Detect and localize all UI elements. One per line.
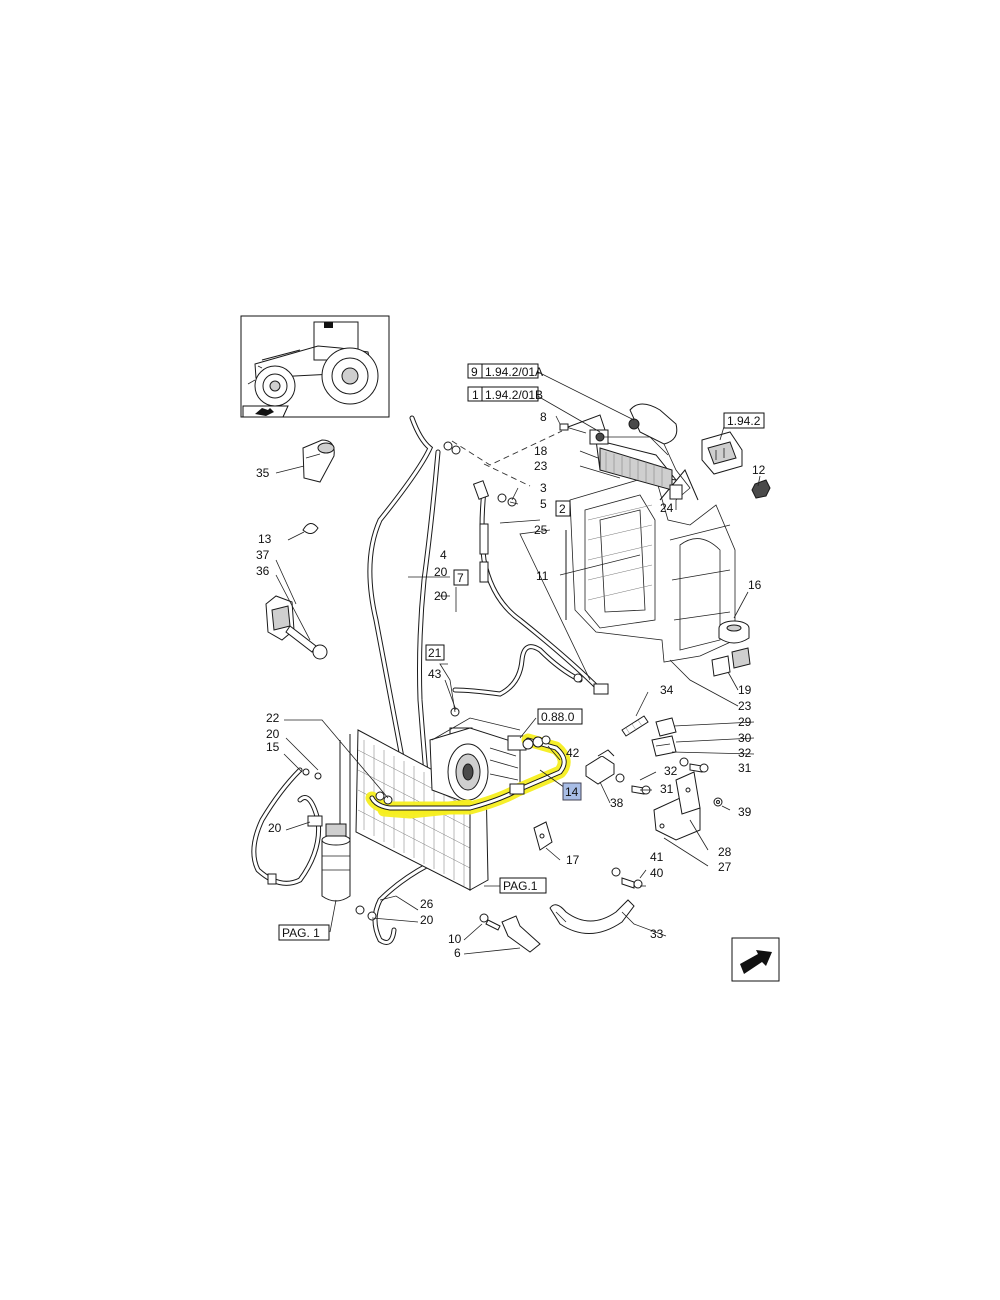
label-43: 43 — [428, 667, 442, 681]
svg-text:1.94.2/01B: 1.94.2/01B — [485, 388, 543, 402]
label-39: 39 — [738, 805, 752, 819]
svg-text:1.94.2/01A: 1.94.2/01A — [485, 365, 543, 379]
label-12: 12 — [752, 463, 766, 477]
part-39-washer — [713, 797, 723, 807]
label-33: 33 — [650, 927, 664, 941]
evaporator-unit — [559, 403, 691, 501]
svg-text:2: 2 — [559, 502, 566, 516]
receiver-drier — [321, 823, 351, 902]
next-arrow-icon — [740, 950, 772, 974]
label-29: 29 — [738, 715, 752, 729]
label-11: 11 — [536, 569, 549, 583]
svg-text:1: 1 — [472, 388, 479, 402]
label-15: 15 — [266, 740, 280, 754]
ref-box-14-selected[interactable]: 14 — [562, 782, 582, 801]
label-26: 26 — [420, 897, 434, 911]
label-16: 16 — [748, 578, 762, 592]
label-31b: 31 — [660, 782, 674, 796]
label-13: 13 — [258, 532, 272, 546]
label-31a: 31 — [738, 761, 752, 775]
label-37: 37 — [256, 548, 270, 562]
relay-component — [701, 431, 743, 475]
ref-box-pag1-right[interactable]: PAG.1 — [499, 877, 547, 894]
leader-lines — [275, 370, 761, 955]
part-13-clip — [302, 523, 319, 534]
label-36: 36 — [256, 564, 270, 578]
label-20d: 20 — [268, 821, 282, 835]
label-20e: 20 — [420, 913, 434, 927]
label-20a: 20 — [434, 565, 448, 579]
label-8: 8 — [540, 410, 547, 424]
part-16-ring — [718, 620, 750, 644]
label-32a: 32 — [738, 746, 752, 760]
part-27-28-bracket — [653, 771, 701, 841]
part-34 — [621, 715, 649, 737]
part-38-block — [585, 749, 615, 785]
part-17-plate — [533, 821, 553, 851]
label-23a: 23 — [534, 459, 548, 473]
label-4: 4 — [440, 548, 447, 562]
ref-box-21[interactable]: 21 — [425, 644, 445, 661]
svg-text:PAG.1: PAG.1 — [503, 879, 538, 893]
part-29-30-clips — [651, 717, 677, 757]
label-19: 19 — [738, 683, 752, 697]
label-20b: 20 — [434, 589, 448, 603]
svg-text:9: 9 — [471, 365, 478, 379]
label-42: 42 — [566, 746, 580, 760]
label-28: 28 — [718, 845, 732, 859]
part-35-clamp — [302, 439, 335, 483]
label-40: 40 — [650, 866, 664, 880]
ref-box-2[interactable]: 2 — [555, 500, 571, 517]
part-37-36-clamp-bolt — [265, 595, 328, 660]
ref-box-pag1-left[interactable]: PAG. 1 — [278, 924, 330, 941]
label-32b: 32 — [664, 764, 678, 778]
label-22: 22 — [266, 711, 280, 725]
label-30: 30 — [738, 731, 752, 745]
part-number-labels: 35 13 37 36 8 18 23 24 12 3 5 25 11 16 4… — [256, 410, 766, 960]
svg-text:21: 21 — [428, 646, 442, 660]
hose-14-highlighted[interactable] — [365, 733, 571, 819]
ref-box-0880[interactable]: 0.88.0 — [537, 708, 583, 725]
svg-text:PAG. 1: PAG. 1 — [282, 926, 320, 940]
label-35: 35 — [256, 466, 270, 480]
label-27: 27 — [718, 860, 732, 874]
label-5: 5 — [540, 497, 547, 511]
part-33-strap — [549, 899, 635, 934]
ref-box-9[interactable]: 9 1.94.2/01A — [467, 363, 543, 379]
compressor — [429, 717, 527, 809]
label-20c: 20 — [266, 727, 280, 741]
label-25: 25 — [534, 523, 548, 537]
label-10: 10 — [448, 932, 462, 946]
part-6-10-bracket — [479, 913, 541, 953]
next-page-arrow[interactable] — [731, 937, 780, 982]
part-12 — [751, 479, 771, 499]
label-41: 41 — [650, 850, 664, 864]
ref-box-7[interactable]: 7 — [453, 569, 469, 586]
ref-box-1[interactable]: 1 1.94.2/01B — [467, 386, 543, 402]
ref-box-1942[interactable]: 1.94.2 — [723, 412, 765, 429]
svg-text:0.88.0: 0.88.0 — [541, 710, 575, 724]
label-18: 18 — [534, 444, 548, 458]
label-34: 34 — [660, 683, 674, 697]
prev-page-arrow-small[interactable] — [242, 405, 289, 418]
svg-text:14: 14 — [565, 785, 579, 799]
cab-outline — [451, 414, 736, 663]
tractor-thumbnail[interactable] — [240, 315, 390, 418]
label-17: 17 — [566, 853, 580, 867]
bolts-31-32 — [615, 757, 709, 795]
part-19-pads — [711, 647, 751, 677]
label-24: 24 — [660, 501, 674, 515]
part-40-41-bolt — [611, 867, 643, 889]
svg-text:7: 7 — [457, 571, 464, 585]
svg-text:1.94.2: 1.94.2 — [727, 414, 761, 428]
label-38: 38 — [610, 796, 624, 810]
label-3: 3 — [540, 481, 547, 495]
label-23b: 23 — [738, 699, 752, 713]
label-6: 6 — [454, 946, 461, 960]
